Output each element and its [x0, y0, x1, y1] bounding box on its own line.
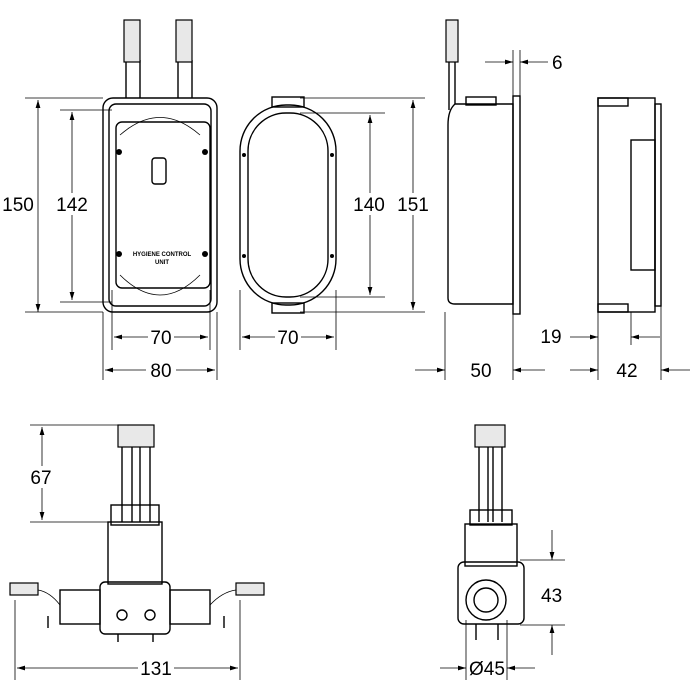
dim-50: 50: [470, 361, 491, 382]
dim-19: 19: [540, 327, 561, 348]
side-view: [445, 19, 521, 315]
valve-side-view: [457, 424, 525, 640]
front-view: HYGIENE CONTROL UNIT: [102, 19, 218, 313]
valve-side-dimension-lines: [440, 530, 565, 680]
dim-142: 142: [56, 195, 88, 216]
dim-42: 42: [616, 361, 637, 382]
valve-front-view: [9, 424, 265, 642]
valve-front-dimension-lines: [14, 424, 241, 680]
dim-140: 140: [353, 195, 385, 216]
rear-view: [597, 97, 662, 313]
label-line1: HYGIENE CONTROL: [133, 252, 192, 258]
dim-80: 80: [150, 361, 171, 382]
dim-43: 43: [541, 586, 562, 607]
dim-6: 6: [552, 53, 563, 74]
dim-70-front: 70: [150, 328, 171, 349]
dim-67: 67: [30, 468, 51, 489]
dim-151: 151: [397, 195, 429, 216]
dim-150: 150: [2, 195, 34, 216]
side-dimension-lines: [415, 50, 548, 380]
frame-dimension-lines: [239, 97, 425, 350]
rear-dimension-lines: [570, 306, 690, 380]
dim-diameter-45: Ø45: [469, 659, 505, 680]
label-line2: UNIT: [155, 260, 169, 266]
front-dimension-lines: [25, 97, 218, 380]
dim-70-frame: 70: [277, 328, 298, 349]
dim-131: 131: [140, 659, 172, 680]
frame-view: [239, 96, 337, 314]
